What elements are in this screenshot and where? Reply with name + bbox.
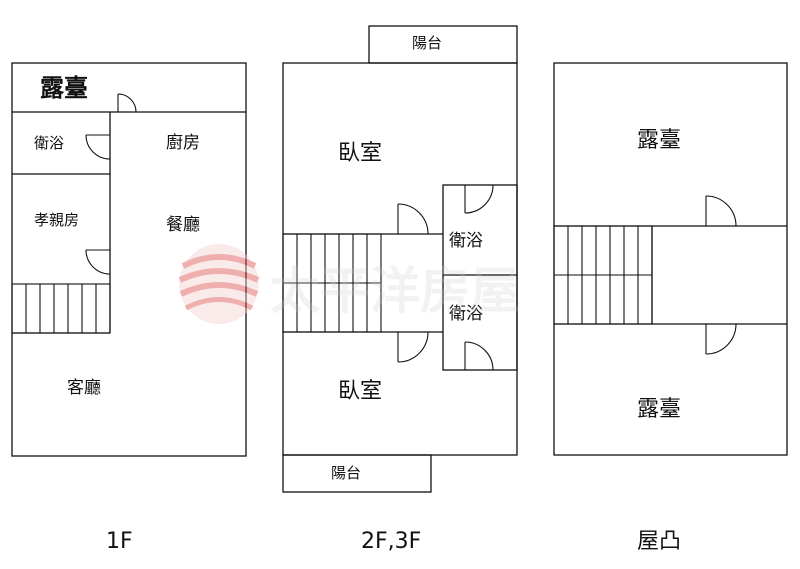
2f-bath-block — [442, 184, 518, 371]
1f-kitchen-label: 廚房 — [166, 132, 200, 153]
floor-plan-1f: 露臺 衛浴 廚房 孝親房 餐廳 客廳 1F — [11, 62, 247, 554]
watermark-text: 太平洋房屋 — [270, 261, 520, 320]
roof-floor-name: 屋凸 — [637, 529, 681, 554]
floor-plan-roof: 露臺 露臺 屋凸 — [553, 62, 788, 554]
2f-stairs — [282, 233, 382, 333]
2f-balcony-bottom-label: 陽台 — [331, 464, 361, 482]
2f-bedroom-top-label: 臥室 — [338, 141, 382, 166]
1f-parent-room-door-icon — [85, 249, 111, 275]
2f-bedroom-top-door-icon — [397, 203, 429, 235]
1f-terrace-label: 露臺 — [40, 74, 88, 102]
2f-bath-top-label: 衛浴 — [449, 231, 483, 251]
1f-stairs — [11, 283, 111, 334]
2f-balcony-top-label: 陽台 — [412, 34, 442, 52]
2f-balcony-bottom — [282, 454, 432, 493]
roof-bottom-door-icon — [705, 323, 737, 355]
watermark-logo-icon — [178, 244, 260, 324]
roof-terrace-bottom-label: 露臺 — [637, 397, 681, 422]
1f-parent-room-label: 孝親房 — [34, 211, 79, 229]
1f-dining-label: 餐廳 — [166, 215, 200, 235]
1f-bath-label: 衛浴 — [34, 134, 64, 152]
2f-bath-bottom-label: 衛浴 — [449, 304, 483, 324]
1f-living-label: 客廳 — [67, 378, 101, 398]
floor-plan-2f-3f: 陽台 臥室 衛浴 衛浴 臥室 陽台 2F,3F — [282, 25, 518, 554]
2f-outline — [282, 62, 518, 456]
watermark: 太平洋房屋 — [178, 244, 520, 324]
1f-floor-name: 1F — [106, 529, 133, 554]
roof-top-door-icon — [705, 195, 737, 227]
2f-balcony-top — [368, 25, 518, 64]
2f-bedroom-bottom-label: 臥室 — [338, 379, 382, 404]
roof-terrace-top-label: 露臺 — [637, 128, 681, 153]
2f-bath-top-door-icon — [464, 184, 494, 214]
2f-bath-bottom-door-icon — [464, 341, 494, 371]
1f-terrace-door-icon — [117, 93, 137, 113]
2f-floor-name: 2F,3F — [361, 529, 421, 554]
roof-stairs — [553, 225, 653, 325]
1f-bath-door-icon — [85, 134, 111, 160]
2f-bedroom-bottom-door-icon — [397, 331, 429, 363]
1f-outline — [11, 62, 247, 457]
